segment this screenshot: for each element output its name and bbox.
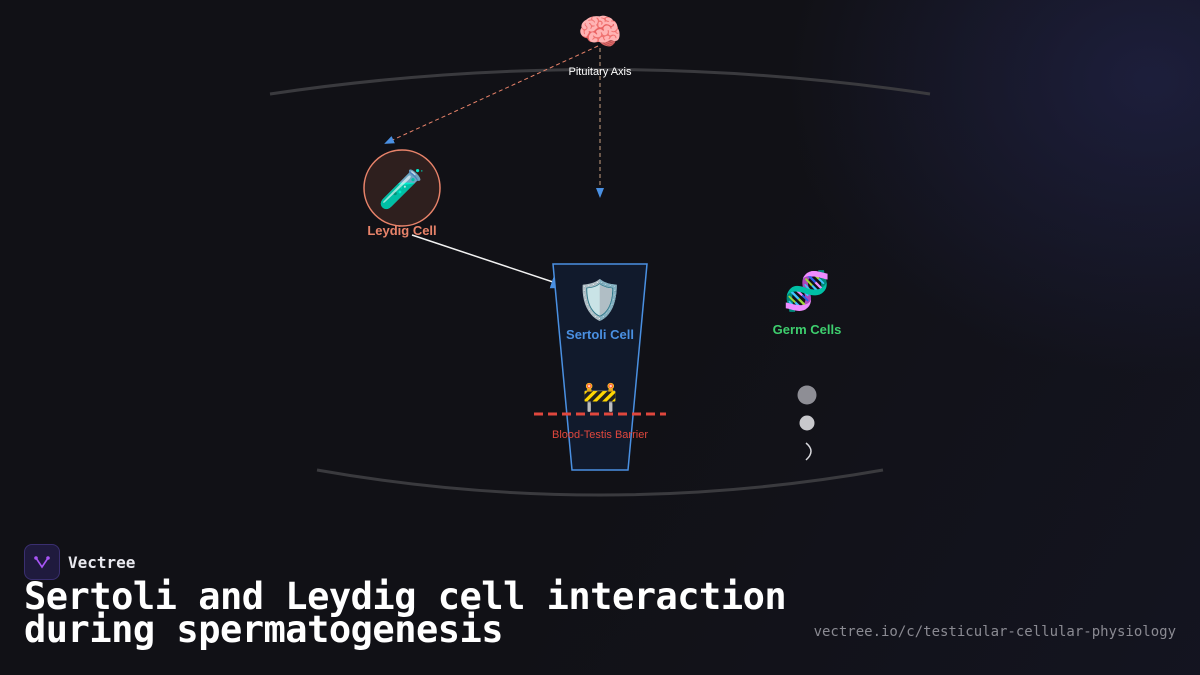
brand-name: Vectree	[68, 552, 136, 572]
brain-icon: 🧠	[578, 12, 623, 53]
leydig-to-sertoli-arrow	[411, 234, 571, 289]
spermatid-dot	[799, 415, 815, 431]
sertoli-cell-shape[interactable]	[552, 263, 648, 471]
source-url[interactable]: vectree.io/c/testicular-cellular-physiol…	[813, 624, 1176, 640]
shield-icon: 🛡️	[576, 278, 623, 322]
test-tube-icon: 🧪	[378, 167, 425, 211]
pituitary-label: Pituitary Axis	[569, 66, 632, 78]
brand: Vectree	[24, 544, 135, 580]
leydig-label: Leydig Cell	[367, 223, 436, 238]
leydig-cell-circle[interactable]	[363, 149, 441, 227]
construction-barrier-icon: 🚧	[583, 380, 618, 413]
pituitary-to-leydig-arrow	[384, 45, 599, 144]
vectree-logo-icon	[24, 544, 60, 580]
page-title: Sertoli and Leydig cell interaction duri…	[24, 575, 787, 651]
barrier-label: Blood-Testis Barrier	[552, 429, 648, 441]
tubule-inner-arc	[316, 468, 884, 497]
dna-icon: 🧬	[783, 268, 830, 314]
germ-cells-label: Germ Cells	[773, 322, 842, 337]
sertoli-label: Sertoli Cell	[566, 327, 634, 342]
spermatocyte-dot	[797, 385, 817, 405]
spermatozoon-tail	[805, 442, 812, 461]
